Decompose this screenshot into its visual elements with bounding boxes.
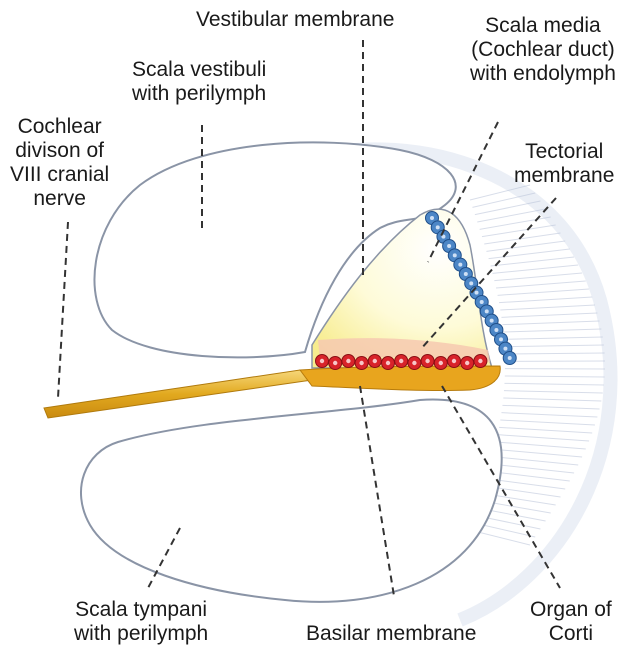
label-cochlear-nerve: Cochlear divison of VIII cranial nerve bbox=[10, 115, 109, 211]
stria-cell-nucleus bbox=[499, 337, 503, 341]
hair-cell-nucleus bbox=[412, 361, 416, 365]
label-scala-tympani: Scala tympani with perilymph bbox=[74, 598, 208, 646]
cochlear-nerve-fiber bbox=[44, 370, 312, 418]
ligament-fiber bbox=[504, 391, 603, 393]
ligament-fiber bbox=[501, 413, 597, 417]
label-line: Scala vestibuli bbox=[132, 58, 266, 82]
stria-cell-nucleus bbox=[480, 300, 484, 304]
basilar-membrane-shape bbox=[300, 366, 500, 391]
hair-cell-nucleus bbox=[439, 361, 443, 365]
ligament-fiber bbox=[504, 337, 603, 339]
ligament-fiber bbox=[503, 329, 601, 332]
ligament-fiber bbox=[503, 398, 601, 401]
ligament-fiber bbox=[492, 265, 578, 273]
ligament-fiber bbox=[500, 305, 595, 310]
hair-cell-nucleus bbox=[373, 359, 377, 363]
ligament-fiber bbox=[502, 405, 599, 409]
label-line: Scala media bbox=[470, 14, 616, 38]
stria-cell-nucleus bbox=[508, 356, 512, 360]
stria-cell-nucleus bbox=[458, 263, 462, 267]
ligament-fiber bbox=[489, 249, 570, 259]
ligament-fiber bbox=[491, 464, 575, 473]
ligament-fiber bbox=[505, 376, 605, 377]
stria-cell-nucleus bbox=[475, 291, 479, 295]
label-line: (Cochlear duct) bbox=[470, 38, 616, 62]
ligament-fiber bbox=[501, 313, 597, 317]
hair-cell-nucleus bbox=[333, 361, 337, 365]
label-tectorial-membrane: Tectorial membrane bbox=[514, 140, 614, 188]
stria-cell-nucleus bbox=[494, 328, 498, 332]
hair-cell-nucleus bbox=[478, 359, 482, 363]
ligament-fiber bbox=[475, 201, 541, 215]
stria-cell-nucleus bbox=[503, 347, 507, 351]
hair-cell-nucleus bbox=[386, 361, 390, 365]
stria-cell-nucleus bbox=[485, 309, 489, 313]
stria-cell-nucleus bbox=[469, 281, 473, 285]
hair-cell-nucleus bbox=[399, 359, 403, 363]
ligament-fiber bbox=[498, 289, 590, 295]
label-line: VIII cranial bbox=[10, 163, 109, 187]
stria-cell-nucleus bbox=[490, 319, 494, 323]
ligament-fiber bbox=[499, 297, 592, 303]
hair-cell-nucleus bbox=[320, 359, 324, 363]
label-line: Corti bbox=[530, 622, 612, 646]
label-scala-vestibuli: Scala vestibuli with perilymph bbox=[132, 58, 266, 106]
ligament-fiber bbox=[486, 241, 565, 251]
label-line: nerve bbox=[10, 187, 109, 211]
label-line: Cochlear bbox=[10, 115, 109, 139]
label-scala-media: Scala media (Cochlear duct) with endolym… bbox=[470, 14, 616, 86]
ligament-fiber bbox=[499, 427, 592, 433]
stria-cell-nucleus bbox=[436, 225, 440, 229]
hair-cell-nucleus bbox=[465, 361, 469, 365]
label-line: Scala tympani bbox=[74, 598, 208, 622]
label-line: with endolymph bbox=[470, 62, 616, 86]
ligament-fiber bbox=[494, 449, 582, 457]
ligament-fiber bbox=[492, 457, 578, 465]
label-vestibular-membrane: Vestibular membrane bbox=[196, 8, 394, 32]
ligament-fiber bbox=[496, 442, 586, 449]
ligament-fiber bbox=[502, 321, 599, 325]
label-organ-of-corti: Organ of Corti bbox=[530, 598, 612, 646]
ligament-fiber bbox=[504, 345, 603, 347]
ligament-fiber bbox=[504, 383, 603, 385]
stria-cell-nucleus bbox=[447, 244, 451, 248]
hair-cell-nucleus bbox=[346, 359, 350, 363]
ligament-fiber bbox=[505, 353, 605, 354]
hair-cell-nucleus bbox=[425, 359, 429, 363]
ligament-fiber bbox=[494, 273, 582, 281]
scala-tympani-chamber bbox=[81, 400, 502, 602]
ligament-fiber bbox=[498, 435, 590, 441]
ligament-fiber bbox=[491, 257, 575, 266]
label-basilar-membrane: Basilar membrane bbox=[306, 622, 476, 646]
ligament-fiber bbox=[496, 281, 586, 288]
hair-cell-nucleus bbox=[359, 361, 363, 365]
stria-cell-nucleus bbox=[464, 272, 468, 276]
stria-cell-nucleus bbox=[430, 216, 434, 220]
stria-cell-nucleus bbox=[453, 253, 457, 257]
label-line: with perilymph bbox=[74, 622, 208, 646]
label-line: Tectorial bbox=[514, 140, 614, 164]
hair-cell-nucleus bbox=[452, 359, 456, 363]
label-line: membrane bbox=[514, 164, 614, 188]
label-line: Organ of bbox=[530, 598, 612, 622]
label-line: with perilymph bbox=[132, 82, 266, 106]
ligament-fiber bbox=[500, 420, 595, 425]
label-line: Vestibular membrane bbox=[196, 8, 394, 32]
label-line: Basilar membrane bbox=[306, 622, 476, 646]
label-line: divison of bbox=[10, 139, 109, 163]
